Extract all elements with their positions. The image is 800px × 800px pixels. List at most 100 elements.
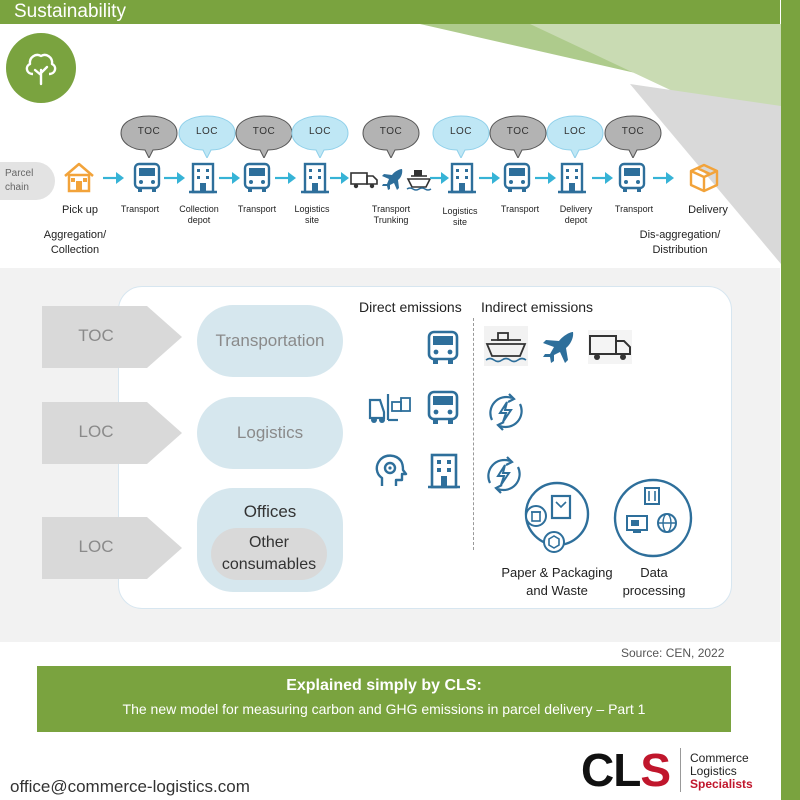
flow-arrow: [592, 172, 613, 184]
toc-bubble: TOC: [489, 114, 547, 160]
logo-text: CL: [581, 744, 641, 796]
building-icon: [558, 162, 586, 194]
banner-title: Explained simply by CLS:: [286, 677, 482, 694]
bubble-label: TOC: [137, 126, 161, 137]
direct-emissions-header: Direct emissions: [359, 299, 462, 315]
bubble-label: LOC: [308, 126, 332, 137]
explainer-banner: Explained simply by CLS: The new model f…: [37, 666, 731, 732]
step-label: Collection depot: [179, 204, 219, 225]
aggregation-label: Aggregation/ Collection: [43, 229, 107, 256]
step-label: Transport Trunking: [371, 204, 411, 225]
toc-bubble: TOC: [362, 114, 420, 160]
paper-packaging-caption: Paper & Packaging and Waste: [501, 565, 613, 598]
loc-chevron: LOC: [42, 402, 182, 464]
bus-icon: [618, 162, 646, 192]
source-note: Source: CEN, 2022: [621, 646, 725, 660]
step-label: Logistics site: [442, 206, 478, 227]
step-label: Delivery: [688, 204, 728, 216]
loc-bubble: LOC: [291, 114, 349, 160]
flow-arrow: [479, 172, 500, 184]
step-label: Transport: [614, 204, 654, 214]
loc-bubble: LOC: [432, 114, 490, 160]
bubble-label: LOC: [563, 126, 587, 137]
head-gears-icon: [375, 454, 408, 486]
flow-arrow: [535, 172, 556, 184]
step-label: Transport: [500, 204, 540, 214]
logo-word: Logistics: [690, 764, 737, 778]
truck-icon: [588, 330, 632, 364]
emissions-divider: [473, 318, 474, 550]
plane-icon: [543, 332, 574, 363]
toc-bubble: TOC: [604, 114, 662, 160]
other-consumables-label: Other consumables: [211, 528, 327, 580]
bus-icon: [133, 162, 161, 192]
chevron-label: LOC: [78, 537, 114, 556]
flow-arrow: [330, 172, 349, 184]
step-label: Delivery depot: [559, 204, 593, 225]
indirect-emissions-header: Indirect emissions: [481, 299, 594, 315]
bubble-label: LOC: [449, 126, 473, 137]
plane-icon: [382, 169, 403, 190]
tree-icon: [25, 53, 57, 86]
cls-logo: CLS: [581, 744, 671, 796]
flow-arrow: [653, 172, 674, 184]
right-accent-stripe: [781, 0, 800, 800]
step-label: Logistics site: [294, 204, 330, 225]
flow-arrow: [164, 172, 185, 184]
logo-word: Specialists: [690, 777, 753, 791]
bubble-label: TOC: [379, 126, 403, 137]
toc-chevron: TOC: [42, 306, 182, 368]
chevron-label: LOC: [78, 422, 114, 441]
parcel-icon: [689, 163, 719, 193]
building-icon: [189, 162, 217, 194]
paper-packaging-waste-icon: [524, 481, 590, 553]
building-icon: [448, 162, 476, 194]
offices-pill: Offices Other consumables: [197, 488, 343, 592]
flow-arrow: [275, 172, 296, 184]
contact-email[interactable]: office@commerce-logistics.com: [10, 777, 250, 796]
header-bar: [0, 0, 780, 24]
cargo-ship-icon: [484, 326, 528, 366]
parcel-chain-tag: Parcel chain: [0, 162, 55, 200]
parcel-chain-label: Parcel chain: [5, 168, 34, 193]
building-icon: [301, 162, 329, 194]
page-title: Sustainability: [14, 1, 126, 22]
building-icon: [428, 453, 460, 489]
logo-text-accent: S: [640, 744, 671, 796]
bubble-label: TOC: [252, 126, 276, 137]
bubble-label: TOC: [621, 126, 645, 137]
disaggregation-label: Dis-aggregation/ Distribution: [639, 229, 721, 256]
offices-label: Offices: [243, 502, 297, 521]
logo-divider: [680, 748, 681, 792]
chevron-label: TOC: [78, 326, 114, 345]
flow-arrow: [430, 172, 449, 184]
bus-icon: [503, 162, 531, 192]
energy-cycle-icon: [489, 393, 523, 431]
ship-icon: [406, 170, 432, 191]
flow-arrow: [103, 172, 124, 184]
flow-arrow: [219, 172, 240, 184]
bus-icon: [243, 162, 271, 192]
bus-icon: [427, 390, 459, 424]
energy-cycle-icon: [487, 456, 521, 494]
data-processing-icon: [613, 478, 693, 558]
bubble-label: TOC: [506, 126, 530, 137]
logistics-pill: Logistics: [197, 397, 343, 469]
tree-badge: [6, 33, 76, 103]
house-icon: [64, 162, 94, 193]
loc-bubble: LOC: [178, 114, 236, 160]
loc-bubble: LOC: [546, 114, 604, 160]
decorative-diagonal-shapes: [420, 24, 781, 264]
banner-subtitle: The new model for measuring carbon and G…: [122, 701, 646, 717]
forklift-icon: [368, 394, 411, 423]
transportation-pill: Transportation: [197, 305, 343, 377]
toc-bubble: TOC: [120, 114, 178, 160]
step-label: Pick up: [61, 204, 99, 216]
bus-icon: [427, 330, 459, 364]
step-label: Transport: [120, 204, 160, 214]
data-processing-caption: Data processing: [622, 565, 686, 598]
logo-word: Commerce: [690, 751, 749, 765]
bubble-label: LOC: [195, 126, 219, 137]
toc-bubble: TOC: [235, 114, 293, 160]
